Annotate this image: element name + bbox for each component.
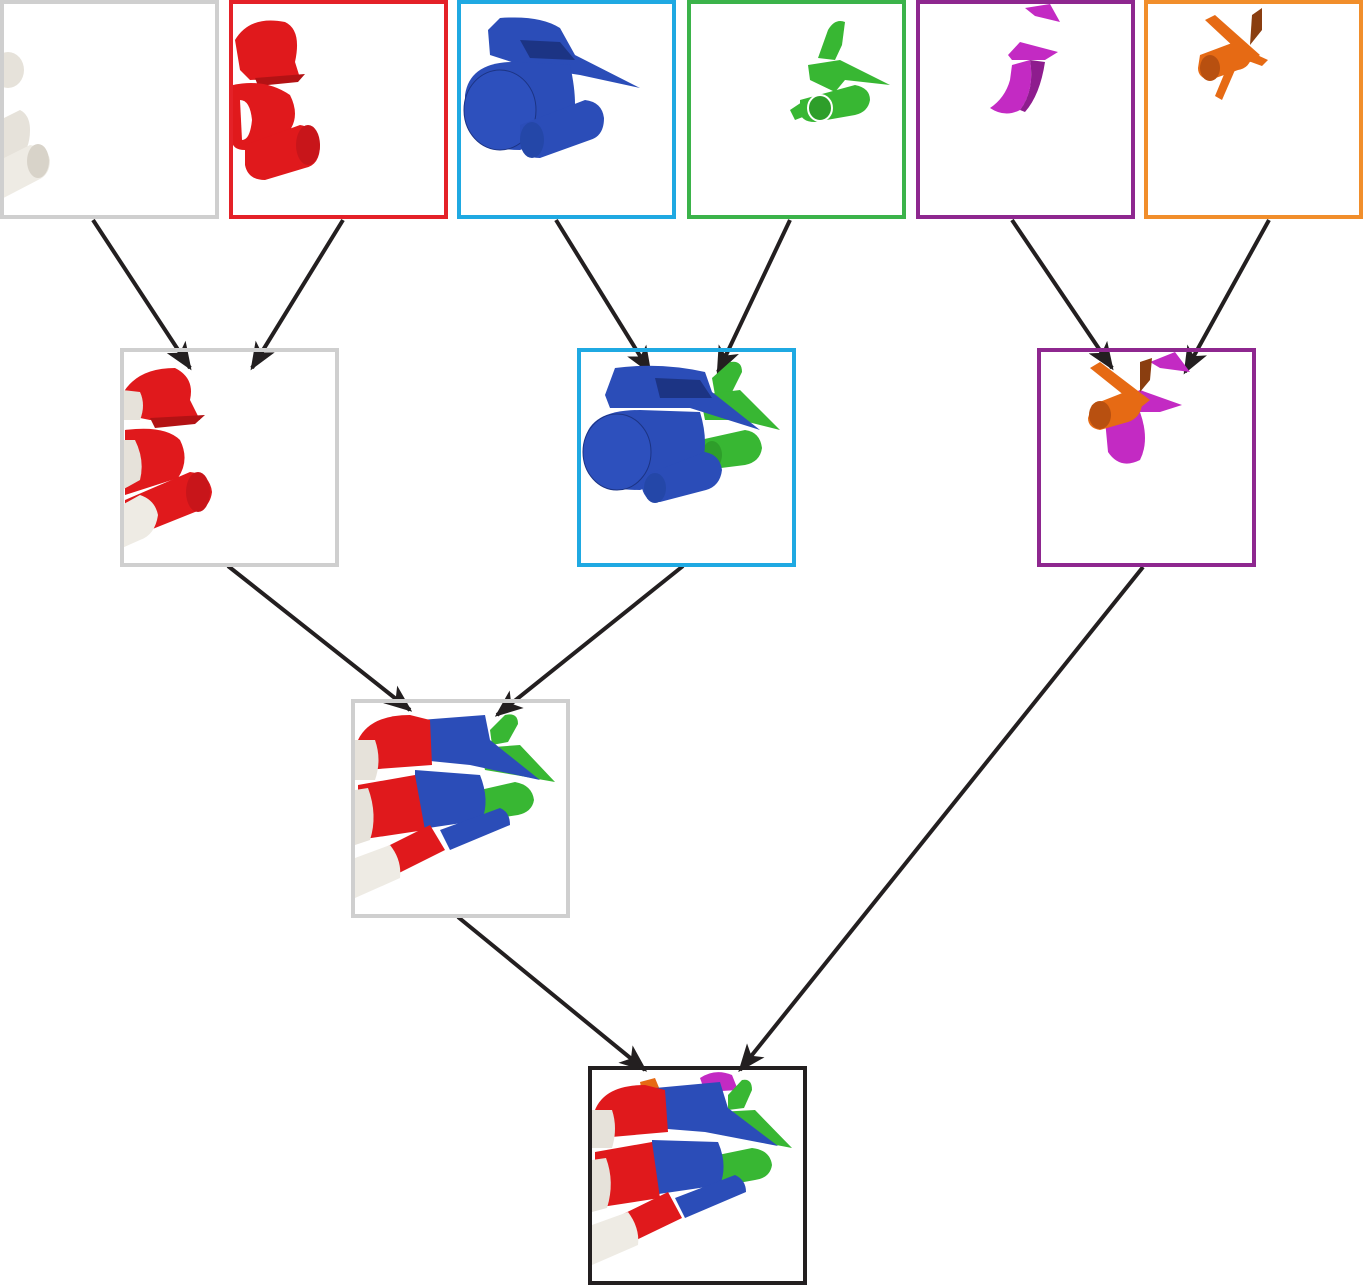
leaf-orange [1144,0,1363,219]
merge-blue-green-frame [577,348,796,567]
leaf-white-frame [0,0,219,219]
white-piece-tube [122,440,142,490]
blue-piece-sheet [655,1082,778,1146]
merge-blue-green [577,348,796,567]
blue-piece-end [582,413,652,491]
leaf-blue-frame [457,0,676,219]
merge-magenta-orange [1037,348,1256,567]
blue-piece-sheet [420,715,540,780]
orange-piece-stalk [1250,8,1262,45]
leaf-magenta-frame [916,0,1135,219]
leaf-red-frame [229,0,448,219]
green-piece-hook [712,361,742,395]
white-piece-top [355,740,379,780]
green-piece-hook [818,21,845,60]
green-piece-hook [728,1079,752,1110]
leaf-white [0,0,219,219]
white-piece-cylinder [592,1212,639,1265]
white-piece-cylinder [122,495,158,548]
edge-leaf-magenta-to-merge-magenta-orange [1010,218,1114,371]
blue-piece-end [463,69,537,151]
green-piece-hook [490,714,518,745]
white-piece-top [122,390,143,420]
edge-leaf-orange-to-merge-magenta-orange [1183,219,1271,375]
blue-piece-cylinder [440,808,510,850]
leaf-green [687,0,906,219]
white-piece-top [2,52,24,88]
blue-piece-body [652,1140,724,1195]
edge-level3-to-root [456,915,648,1072]
red-piece-loop [595,1142,660,1208]
white-piece-cylinder [355,845,401,898]
magenta-piece-top [1150,352,1190,372]
edge-leaf-green-to-merge-blue-green [716,219,792,375]
white-piece-top [592,1110,615,1148]
edges [91,218,1271,1073]
orange-piece-stalk [1140,358,1152,392]
merge-white-red-blue-green [351,699,570,918]
blue-piece-cylinder [675,1175,746,1218]
magenta-piece-top [1025,4,1060,22]
merge-magenta-orange-frame [1037,348,1256,567]
magenta-piece-shell [990,60,1032,114]
white-piece-tube [592,1158,611,1212]
red-piece-loop [358,775,425,840]
magenta-piece-fin [1008,42,1058,60]
edge-merge-white-red-to-level3 [226,564,413,712]
leaf-magenta [916,0,1135,219]
edge-leaf-red-to-merge-white-red [250,218,345,371]
green-piece-fin [808,60,890,92]
edge-leaf-white-to-merge-white-red [91,218,192,371]
edge-merge-blue-green-to-level3 [494,564,685,717]
edge-leaf-blue-to-merge-blue-green [554,218,652,375]
red-piece-hook [235,20,300,80]
merge-white-red [120,348,339,567]
merge-white-red-frame [120,348,339,567]
merge-white-red-blue-green-frame [351,699,570,918]
edge-merge-magenta-orange-to-root [738,565,1145,1073]
merge-all-frame [588,1066,807,1285]
white-piece-tube [355,788,374,845]
merge-all [588,1066,807,1285]
leaf-orange-frame [1144,0,1363,219]
leaf-blue [457,0,676,219]
leaf-red [229,0,448,219]
leaf-green-frame [687,0,906,219]
red-piece-hook [125,368,200,420]
blue-piece-body [415,770,486,830]
